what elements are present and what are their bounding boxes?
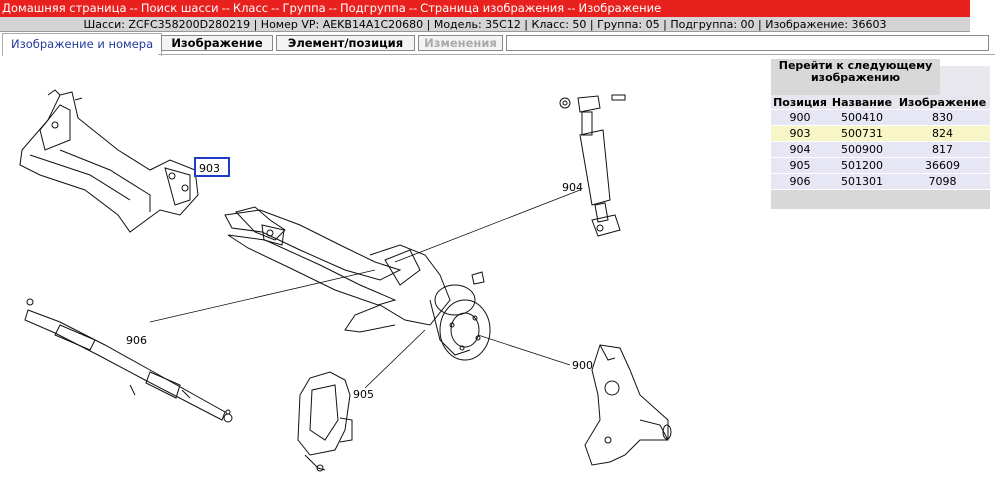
breadcrumb-sep: -- (129, 1, 138, 15)
brake-caliper-drawing (297, 371, 353, 472)
steering-rack-drawing (24, 298, 233, 423)
tab-row: Изображение и номера Изображение Элемент… (0, 33, 995, 56)
breadcrumb-sep: -- (328, 1, 337, 15)
table-header-row: Позиция Название Изображение (771, 95, 990, 110)
nav-filler (940, 66, 990, 95)
cell-image[interactable]: 817 (895, 141, 990, 158)
next-image-link[interactable]: Перейти к следующему изображению (771, 59, 940, 95)
col-name-header: Название (829, 95, 895, 110)
cell-position: 904 (771, 141, 829, 158)
exploded-parts-diagram: 903 904 906 905 900 (19, 89, 672, 472)
label-906[interactable]: 906 (126, 334, 147, 347)
crossmember-drawing (19, 89, 199, 233)
col-image-header: Изображение (895, 95, 990, 110)
label-900[interactable]: 900 (572, 359, 593, 372)
table-row[interactable]: 905 501200 36609 (771, 157, 990, 174)
cell-name[interactable]: 500900 (829, 141, 895, 158)
breadcrumb-image: Изображение (578, 1, 662, 15)
breadcrumb-image-page[interactable]: Страница изображения (420, 1, 565, 15)
breadcrumb-subgroup[interactable]: Подгруппа (339, 1, 406, 15)
breadcrumb: Домашняя страница--Поиск шасси--Класс--Г… (0, 0, 970, 17)
leader-line-905 (364, 329, 426, 389)
cell-image[interactable]: 824 (895, 125, 990, 142)
cell-position: 906 (771, 173, 829, 189)
breadcrumb-sep: -- (567, 1, 576, 15)
cell-name[interactable]: 501200 (829, 157, 895, 174)
steering-knuckle-drawing (584, 344, 672, 466)
toolbar-spacer (506, 35, 989, 51)
hotspot-903-box[interactable] (194, 157, 230, 177)
hub-assembly-drawing (344, 244, 491, 361)
cell-name[interactable]: 500731 (829, 125, 895, 142)
leader-line-900 (477, 334, 571, 366)
cell-name[interactable]: 500410 (829, 109, 895, 126)
table-row[interactable]: 904 500900 817 (771, 141, 990, 158)
axle-spring-drawing (224, 206, 402, 306)
breadcrumb-group[interactable]: Группа (282, 1, 326, 15)
table-row[interactable]: 906 501301 7098 (771, 173, 990, 189)
breadcrumb-sep: -- (221, 1, 230, 15)
tab-divider (158, 54, 995, 55)
breadcrumb-sep: -- (271, 1, 280, 15)
changes-button: Изменения (418, 35, 503, 51)
cell-image[interactable]: 36609 (895, 157, 990, 174)
col-position-header: Позиция (771, 95, 829, 110)
breadcrumb-class[interactable]: Класс (232, 1, 269, 15)
chassis-info-bar: Шасси: ZCFC358200D280219 | Номер VP: AEK… (0, 17, 970, 32)
cell-position: 905 (771, 157, 829, 174)
label-905[interactable]: 905 (353, 388, 374, 401)
table-row[interactable]: 900 500410 830 (771, 109, 990, 126)
shock-absorber-drawing (559, 94, 626, 237)
label-903[interactable]: 903 (199, 162, 220, 175)
table-footer (771, 190, 990, 209)
breadcrumb-home[interactable]: Домашняя страница (2, 1, 127, 15)
breadcrumb-chassis-search[interactable]: Поиск шасси (140, 1, 219, 15)
element-position-button[interactable]: Элемент/позиция (276, 35, 415, 51)
leader-line-904 (394, 189, 581, 263)
cell-name[interactable]: 501301 (829, 173, 895, 189)
parts-table: Позиция Название Изображение 900 500410 … (771, 95, 990, 189)
image-button[interactable]: Изображение (161, 35, 273, 51)
leader-line-906 (149, 269, 376, 323)
cell-position: 903 (771, 125, 829, 142)
table-row-highlighted[interactable]: 903 500731 824 (771, 125, 990, 142)
tab-image-and-numbers[interactable]: Изображение и номера (2, 33, 163, 56)
cell-image[interactable]: 830 (895, 109, 990, 126)
cell-position: 900 (771, 109, 829, 126)
label-904[interactable]: 904 (562, 181, 583, 194)
cell-image[interactable]: 7098 (895, 173, 990, 189)
breadcrumb-sep: -- (408, 1, 418, 15)
